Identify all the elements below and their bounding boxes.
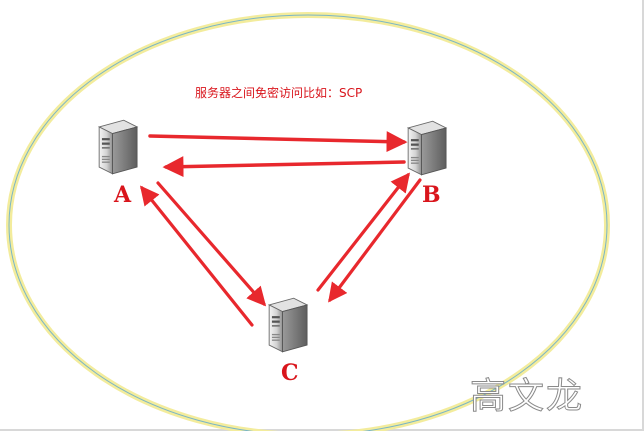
node-label-a: A <box>113 182 132 208</box>
node-label-c: C <box>281 360 299 386</box>
diagram-caption: 服务器之间免密访问比如：SCP <box>195 85 362 100</box>
watermark-text: 高文龙 <box>470 376 584 417</box>
arrow-c-to-a <box>139 185 254 327</box>
server-icon <box>98 119 138 175</box>
arrow-a-to-c <box>156 181 267 307</box>
node-label-b: B <box>422 182 441 208</box>
scope-ellipse-inner <box>8 14 608 431</box>
arrows <box>139 131 422 327</box>
arrow-b-to-a <box>162 156 406 178</box>
scope-ellipse-outer <box>6 12 610 431</box>
server-icon <box>407 120 447 176</box>
arrow-b-to-c <box>328 178 422 303</box>
arrow-c-to-b <box>316 172 410 292</box>
server-icon <box>268 297 308 353</box>
arrow-a-to-b <box>148 131 408 153</box>
